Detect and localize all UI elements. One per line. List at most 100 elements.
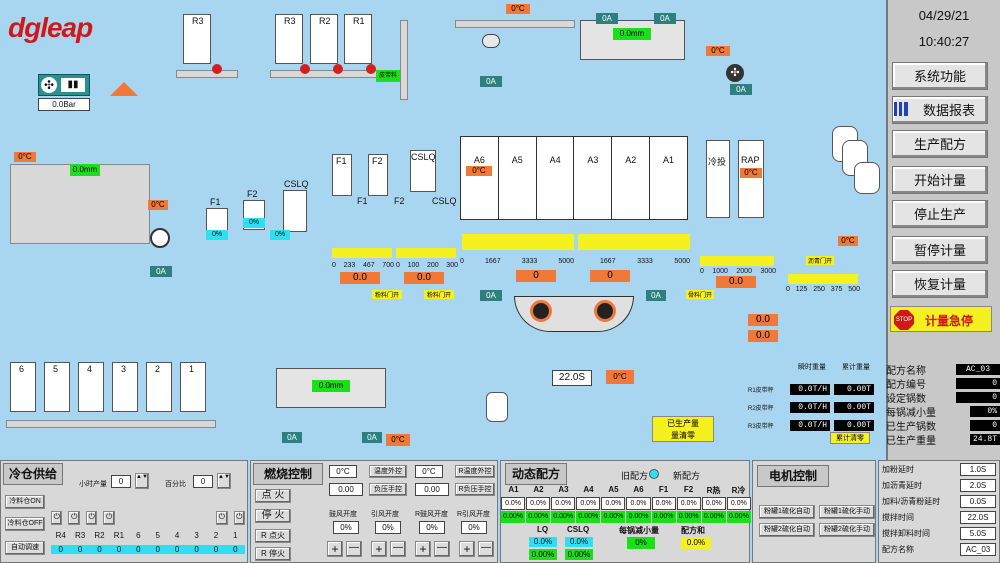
- start-measure-button[interactable]: 开始计量: [892, 166, 988, 194]
- ignite-button[interactable]: 点 火: [255, 489, 291, 503]
- temp-baghouse: 0°C: [14, 152, 36, 162]
- dyn-row-old: 0.0%0.0%0.0%0.0%0.0%0.0%0.0%0.0%0.0%0.0%: [501, 497, 751, 510]
- gate-label: 粉料门开: [372, 290, 402, 299]
- top-belt-1: [176, 70, 238, 78]
- cslq-label: CSLQ: [567, 525, 590, 534]
- r-ignite-button[interactable]: R 点火: [255, 529, 291, 543]
- oa-readout: 0A: [646, 290, 666, 301]
- filler-label-cslq: CSLQ: [432, 196, 457, 206]
- tank2-auto-button[interactable]: 粉罐2硫化自动: [759, 523, 815, 537]
- hot-bin: A5: [499, 137, 537, 219]
- bottom-bin: 6: [10, 362, 36, 412]
- logo: dgleap: [8, 12, 93, 43]
- damper-label: R引风开度: [457, 511, 491, 518]
- feeder-dot: [300, 64, 310, 74]
- pct-stepper[interactable]: ▲▼: [217, 473, 231, 489]
- filler-label-f2: F2: [394, 196, 405, 206]
- silo-cslq-pct: 0%: [270, 230, 290, 240]
- neg-pressure-manual-button[interactable]: 负压手控: [369, 483, 407, 496]
- minus-button[interactable]: —: [390, 541, 406, 557]
- oa-readout: 0A: [282, 432, 302, 443]
- extinguish-button[interactable]: 停 火: [255, 509, 291, 523]
- fan-icon: ✣: [41, 77, 57, 93]
- dryer2-level: 0.0mm: [312, 380, 350, 392]
- hot-bin-temp: 0°C: [466, 166, 492, 176]
- tank2-manual-button[interactable]: 粉罐2硫化手动: [819, 523, 875, 537]
- top-bin-r3b: R3: [275, 14, 303, 64]
- bottom-bins: 6 5 4 3 2 1: [10, 362, 210, 412]
- top-bin-r1: R1: [344, 14, 372, 64]
- sum-val: 0.0%: [681, 537, 711, 549]
- minus-button[interactable]: —: [478, 541, 494, 557]
- resume-measure-button[interactable]: 恢复计量: [892, 270, 988, 298]
- cold-bin-off-button[interactable]: 冷料仓OFF: [5, 517, 45, 531]
- bottom-bin: 2: [146, 362, 172, 412]
- plus-button[interactable]: +: [327, 541, 343, 557]
- system-button[interactable]: 系统功能: [892, 62, 988, 90]
- agg-readout-2: 0: [590, 270, 630, 282]
- bitumen-temp: 0°C: [838, 236, 858, 246]
- switch-icon[interactable]: ⏻: [103, 511, 115, 525]
- switch-icon[interactable]: ⏻: [68, 511, 80, 525]
- switch-icon[interactable]: ⏻: [233, 511, 246, 525]
- damper-buttons: + — + — + — + —: [327, 541, 497, 557]
- produced-reset-button[interactable]: 已生产量 量清零: [652, 416, 714, 442]
- r-neg-pressure-manual-button[interactable]: R负压手控: [455, 483, 495, 496]
- report-button[interactable]: 数据报表: [892, 96, 988, 124]
- burner-temp-2: 0°C: [415, 465, 443, 478]
- silo-cslq: CSLQ: [283, 179, 309, 232]
- rap-bin-rap: RAP: [738, 140, 764, 218]
- recipe-button[interactable]: 生产配方: [892, 130, 988, 158]
- new-recipe-label: 新配方: [673, 471, 701, 481]
- filler-scale-1: [332, 248, 392, 258]
- emergency-stop-button[interactable]: STOP 计量急停: [890, 306, 992, 332]
- minus-button[interactable]: —: [346, 541, 362, 557]
- minus-button[interactable]: —: [434, 541, 450, 557]
- auto-speed-button[interactable]: 自动调速: [5, 541, 45, 555]
- filler-bin-cslq: CSLQ: [410, 150, 436, 192]
- r-extinguish-button[interactable]: R 停火: [255, 547, 291, 561]
- cold-bin-on-button[interactable]: 冷料仓ON: [5, 495, 45, 509]
- accum-reset-button[interactable]: 累计清零: [830, 432, 870, 444]
- temp-external-button[interactable]: 温度外控: [369, 465, 407, 478]
- plus-button[interactable]: +: [459, 541, 475, 557]
- pause-measure-button[interactable]: 暂停计量: [892, 236, 988, 264]
- top-bin-r3a: R3: [183, 14, 211, 64]
- pct-input[interactable]: 0: [193, 475, 213, 488]
- mixer-readout-2: 0.0: [748, 330, 778, 342]
- plus-button[interactable]: +: [371, 541, 387, 557]
- plus-button[interactable]: +: [415, 541, 431, 557]
- mixer-readout-1: 0.0: [748, 314, 778, 326]
- tank1-manual-button[interactable]: 粉罐1硫化手动: [819, 505, 875, 519]
- blower-icon: ✣: [726, 64, 744, 82]
- filler-label-f1: F1: [357, 196, 368, 206]
- fan-widget[interactable]: ✣ ▮▮: [38, 74, 90, 96]
- switch-icon[interactable]: ⏻: [85, 511, 98, 525]
- hot-bins: A6 A5 A4 A3 A2 A1: [460, 136, 688, 220]
- r-temp-external-button[interactable]: R温度外控: [455, 465, 495, 478]
- tank1-auto-button[interactable]: 粉罐1硫化自动: [759, 505, 815, 519]
- filler-bin-f1: F1: [332, 154, 352, 196]
- hour-stepper[interactable]: ▲▼: [135, 473, 149, 489]
- switch-icon[interactable]: ⏻: [51, 511, 63, 525]
- mixer-shaft-icon: [594, 300, 616, 322]
- hour-input[interactable]: 0: [111, 475, 131, 488]
- feeder-dot: [333, 64, 343, 74]
- damper-val: 0%: [333, 521, 359, 534]
- damper-val: 0%: [375, 521, 401, 534]
- lq-label: LQ: [537, 525, 549, 534]
- damper-label: 引风开度: [371, 511, 399, 518]
- switch-icon[interactable]: ⏻: [216, 511, 228, 525]
- stop-production-button[interactable]: 停止生产: [892, 200, 988, 228]
